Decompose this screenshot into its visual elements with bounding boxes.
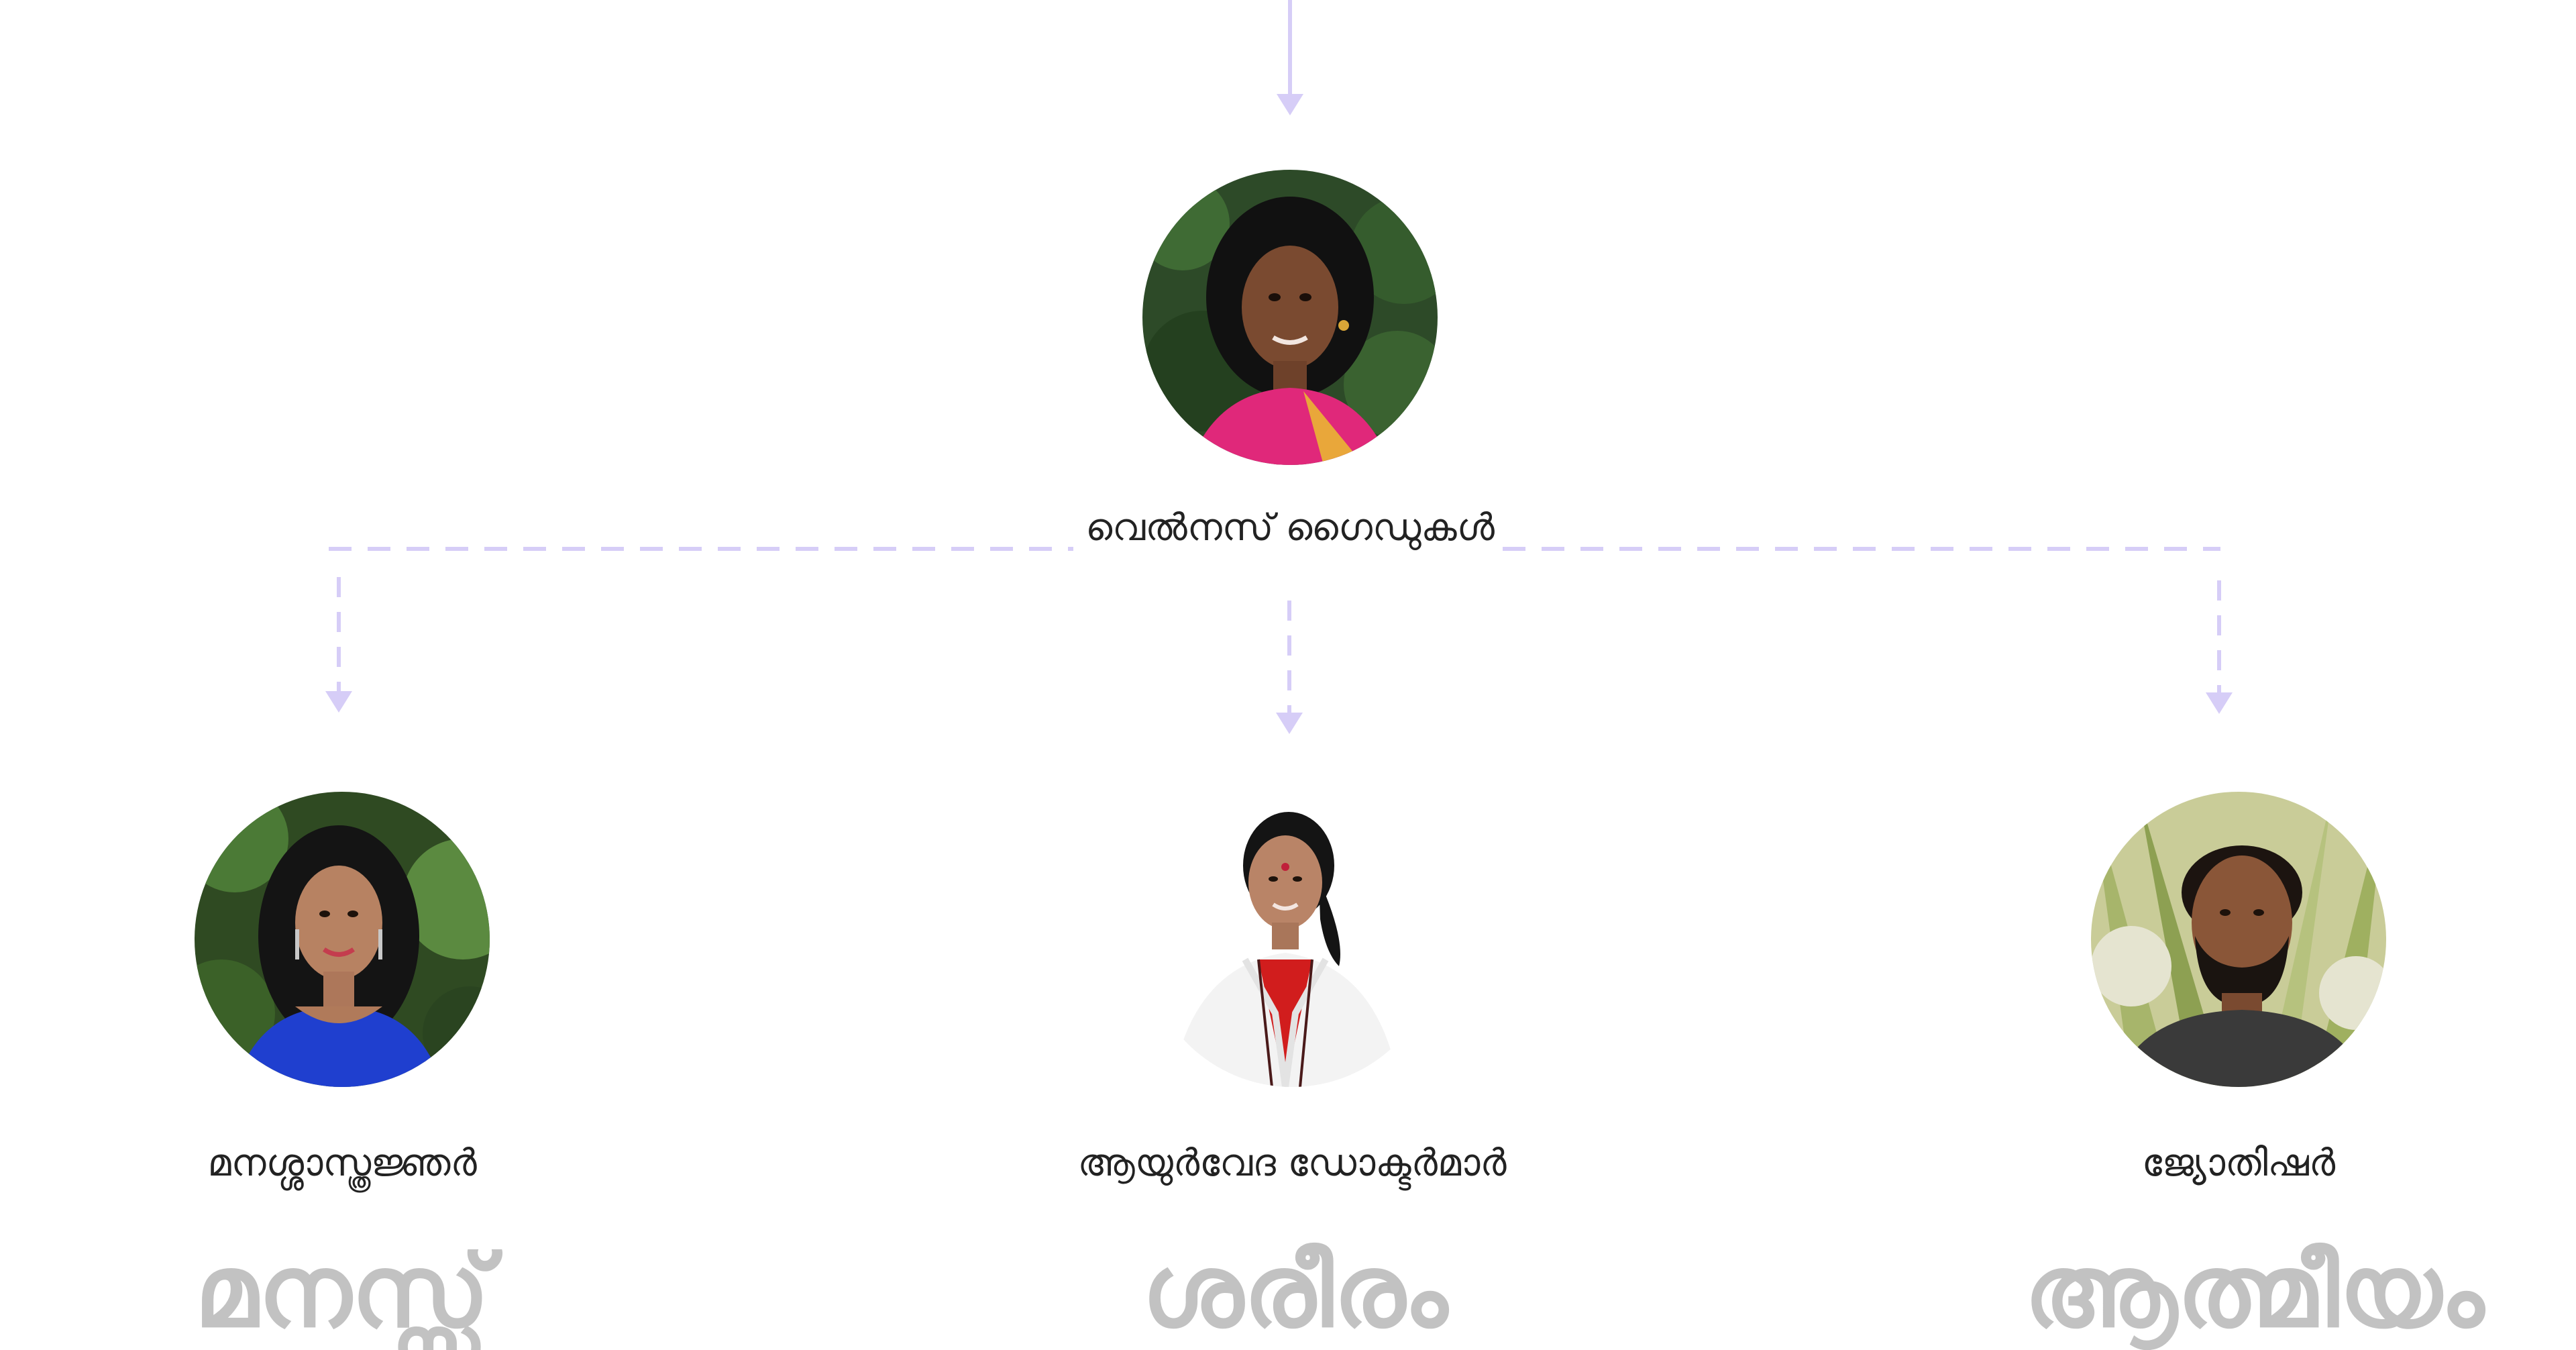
drop-arrowhead-center	[1276, 713, 1303, 734]
person-avatar-woman-blue-dress-icon	[195, 792, 490, 1087]
person-avatar-man-beard-icon	[2091, 792, 2386, 1087]
node-ayurveda-doctors-label: ആയുർവേദ ഡോക്ടർമാർ	[1077, 1141, 1507, 1185]
category-word-mind: മനസ്സ്	[195, 1233, 490, 1350]
drop-arrowhead-left	[325, 691, 352, 713]
node-psychologists-label: മനശ്ശാസ്ത്രജ്ഞർ	[207, 1141, 477, 1185]
person-avatar-doctor-white-coat-icon	[1144, 792, 1440, 1087]
category-word-spirit: ആത്മീയം	[2024, 1233, 2484, 1350]
node-astrologers-label: ജ്യോതിഷർ	[2141, 1141, 2336, 1185]
node-ayurveda-doctors: ആയുർവേദ ഡോക്ടർമാർ	[1077, 792, 1507, 1186]
category-word-body: ശരീരം	[1142, 1233, 1448, 1350]
person-avatar-woman-curly-hair-icon	[1142, 170, 1438, 465]
top-node-label: വെൽനസ് ഗൈഡുകൾ	[1085, 506, 1495, 550]
drop-arrowhead-right	[2206, 692, 2233, 714]
top-node: വെൽനസ് ഗൈഡുകൾ	[1085, 170, 1495, 550]
node-psychologists: മനശ്ശാസ്ത്രജ്ഞർ	[195, 792, 490, 1186]
node-astrologers: ജ്യോതിഷർ	[2091, 792, 2386, 1186]
top-incoming-arrowhead	[1277, 94, 1303, 115]
